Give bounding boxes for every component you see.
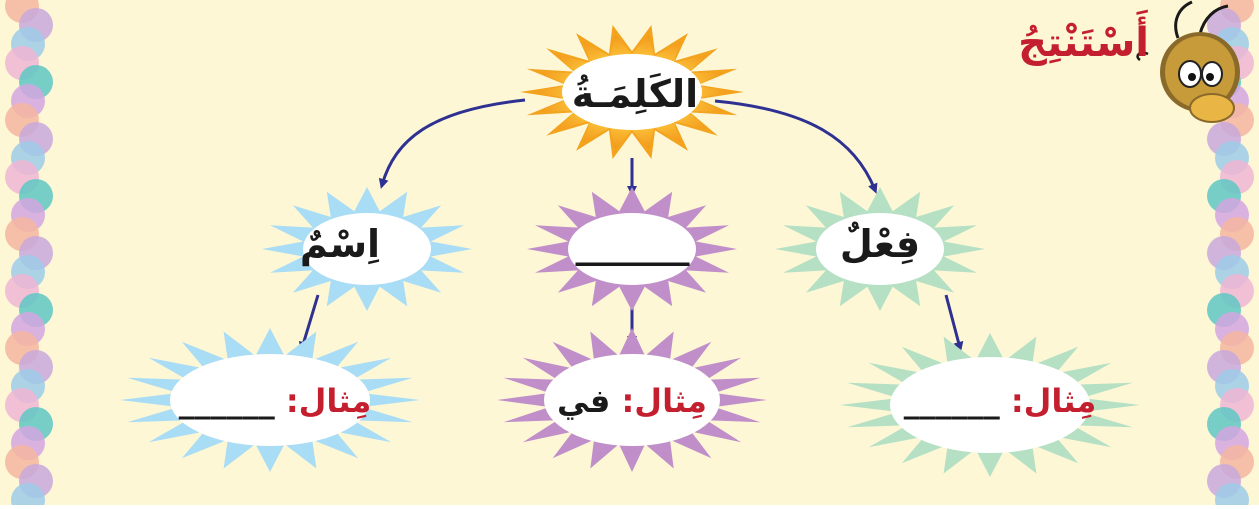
star-center-oval	[303, 213, 431, 285]
noun-example-star	[120, 328, 420, 472]
verb-example-star	[840, 333, 1140, 477]
particle-star	[527, 187, 737, 311]
arrow-noun-to-example	[298, 294, 320, 352]
root-sun	[520, 25, 744, 159]
star-center-oval	[568, 213, 696, 285]
noun-example-value: ______	[178, 382, 275, 420]
verb-example-value: ______	[903, 382, 1000, 420]
root-label: الكَلِمَـةُ	[571, 72, 699, 116]
verb-star	[775, 187, 985, 311]
border-bubble	[11, 483, 45, 509]
verb-label: فِعْلٌ	[839, 222, 921, 266]
particle-example: مِثال: في	[542, 382, 722, 420]
verb-example: مِثال: ______	[900, 382, 1100, 420]
bee-mascot-icon	[1160, 0, 1240, 123]
sun-center-oval	[562, 54, 702, 130]
page-title: أَسْتَنْتِجُ	[1018, 20, 1149, 66]
speech-tail-icon	[1136, 51, 1149, 62]
particle-label: ______	[575, 222, 690, 266]
scalloped-border-right	[1207, 0, 1254, 509]
noun-example: مِثال: ______	[175, 382, 375, 420]
star-center-oval	[816, 213, 944, 285]
noun-example-prefix: مِثال:	[285, 382, 372, 420]
star-center-oval	[890, 357, 1090, 453]
particle-example-value: في	[557, 382, 611, 420]
border-bubble	[1215, 483, 1249, 509]
arrow-root-to-verb	[714, 99, 878, 194]
noun-label: اِسْمٌ	[299, 222, 381, 266]
arrow-root-to-noun	[378, 98, 526, 189]
particle-example-prefix: مِثال:	[621, 382, 707, 420]
arrow-verb-to-example	[944, 294, 964, 352]
star-center-oval	[170, 354, 370, 446]
particle-example-star	[497, 328, 767, 472]
noun-star	[262, 187, 472, 311]
star-center-oval	[544, 354, 720, 446]
scalloped-border-left	[5, 0, 53, 509]
verb-example-prefix: مِثال:	[1010, 382, 1097, 420]
